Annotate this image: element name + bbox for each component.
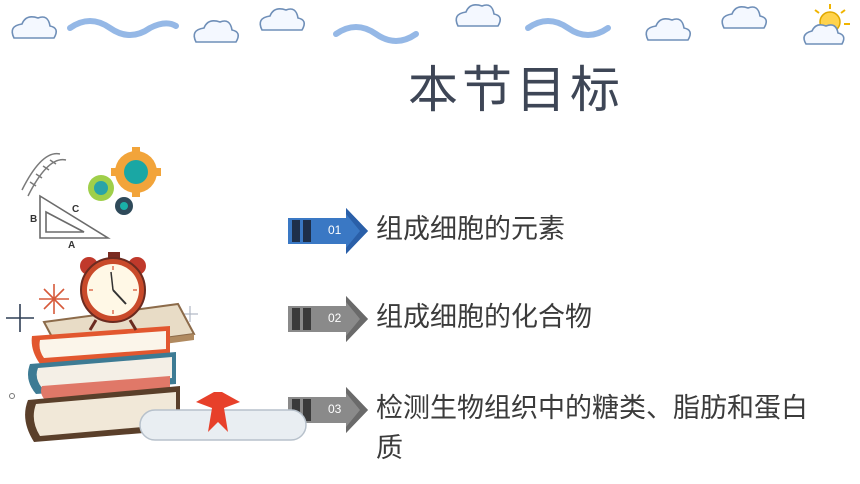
number-arrow-icon: 03 [286,387,368,433]
sparkle-icon [182,306,198,322]
dna-icon [21,152,67,197]
triangle-label-b: B [30,214,37,225]
cloud-border [11,4,850,45]
objective-item-1: 01 组成细胞的元素 [286,208,565,254]
objective-number: 01 [328,223,342,237]
objective-item-2: 02 组成细胞的化合物 [286,296,592,342]
dot-decoration [9,393,15,399]
gear-icon [111,147,161,197]
cloud-icon [721,6,768,29]
gear-icon [88,175,114,201]
triangle-label-c: C [72,204,79,215]
objective-number: 03 [328,402,342,416]
number-arrow-icon: 02 [286,296,368,342]
objective-text: 组成细胞的元素 [376,214,565,245]
cloud-icon [259,8,306,31]
clock-icon [80,252,146,331]
number-arrow-icon: 01 [286,208,368,254]
objective-item-3: 03 检测生物组织中的糖类、脂肪和蛋白质 [286,387,816,469]
wave-decoration [333,24,419,44]
triangle-ruler-icon [39,194,111,239]
cloud-icon [193,20,240,43]
gear-icon [115,197,133,215]
cloud-icon [455,4,502,27]
wave-decoration [67,18,179,38]
study-illustration: B C A [6,147,307,442]
objective-text: 组成细胞的化合物 [376,302,592,333]
objective-text: 检测生物组织中的糖类、脂肪和蛋白质 [376,393,808,464]
cloud-icon [11,16,58,39]
page-title: 本节目标 [408,61,624,119]
sun-icon [803,4,850,45]
diploma-icon [139,392,307,441]
objective-number: 02 [328,311,342,325]
wave-decoration [525,18,611,38]
sparkle-icon [6,304,34,332]
triangle-label-a: A [68,240,75,251]
sparkle-icon [39,284,69,314]
cloud-icon [645,18,692,41]
